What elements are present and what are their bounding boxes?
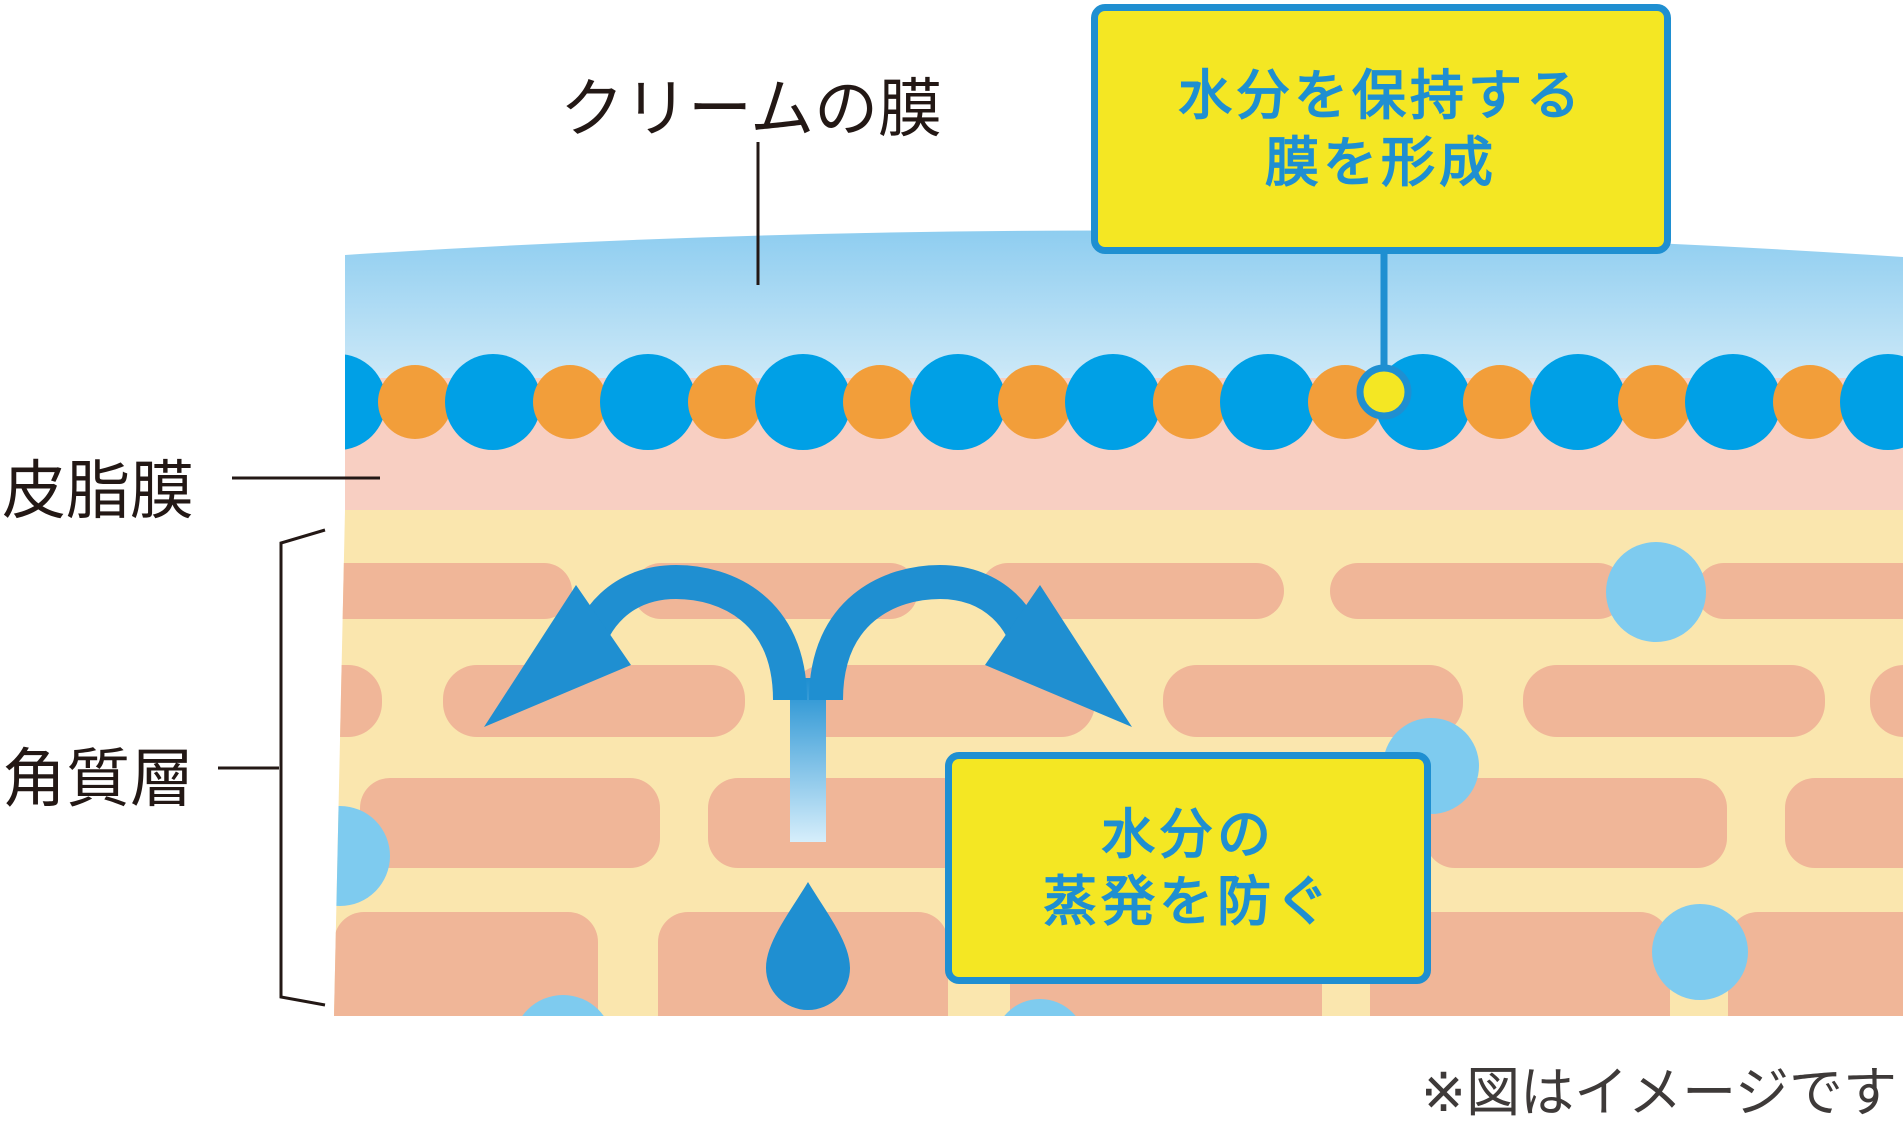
- stratum-corneum-bracket: [279, 528, 326, 1007]
- moisture-droplet: [994, 999, 1086, 1016]
- prevent-callout-line1: 水分の: [1101, 802, 1275, 866]
- stratum-corneum-label: 角質層: [2, 743, 194, 817]
- retain-callout-line1: 水分を保持する: [1178, 63, 1584, 127]
- corneocyte: [334, 912, 598, 1016]
- moisture-droplet: [1652, 904, 1748, 1000]
- evaporation-arrow-icon: [484, 564, 1132, 842]
- corneocyte: [980, 563, 1284, 619]
- corneocyte: [1370, 912, 1670, 1016]
- cream-film-layer: [345, 230, 1903, 395]
- moisture-droplet: [513, 995, 613, 1016]
- moisture-droplet: [334, 806, 390, 906]
- corneocyte: [790, 665, 1095, 737]
- corneocyte: [708, 778, 1008, 868]
- retain-moisture-callout: 水分を保持する 膜を形成: [1091, 4, 1671, 254]
- corneocyte: [1696, 563, 1903, 619]
- corneocyte: [1870, 665, 1903, 737]
- lipid-dots: [345, 354, 1903, 450]
- corneocyte: [1425, 778, 1727, 868]
- footnote: ※図はイメージです: [1420, 1061, 1897, 1124]
- retain-callout-line2: 膜を形成: [1265, 131, 1497, 194]
- corneocyte: [1330, 563, 1626, 619]
- corneocyte: [360, 778, 660, 868]
- moisture-droplet: [1606, 542, 1706, 642]
- corneocyte: [334, 665, 382, 737]
- corneocyte: [334, 563, 572, 619]
- sebum-film-label: 皮脂膜: [2, 455, 194, 529]
- prevent-evaporation-callout: 水分の 蒸発を防ぐ: [945, 752, 1431, 984]
- corneocyte: [1163, 665, 1463, 737]
- retain-callout-marker: [1356, 364, 1412, 420]
- water-drop-icon: [766, 882, 850, 1010]
- cream-film-label: クリームの膜: [560, 73, 943, 147]
- corneocyte: [1728, 912, 1903, 1016]
- prevent-callout-line2: 蒸発を防ぐ: [1043, 870, 1333, 933]
- corneocyte: [1785, 778, 1903, 868]
- corneocyte: [1523, 665, 1825, 737]
